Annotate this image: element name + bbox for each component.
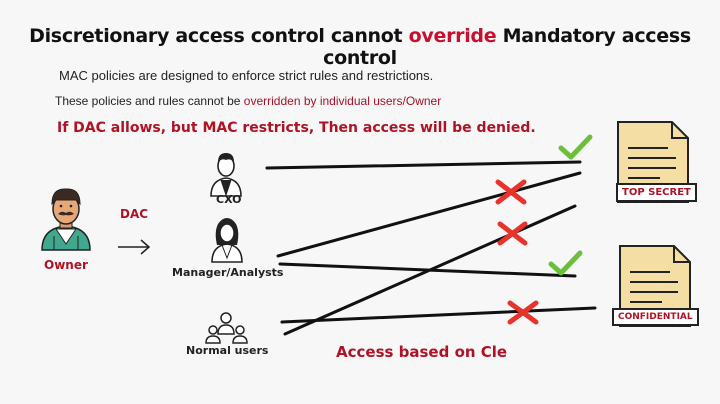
confidential-label: CONFIDENTIAL	[612, 308, 699, 326]
normal-confidential-line	[280, 306, 597, 324]
title-highlight: override	[408, 25, 497, 47]
cxo-person-icon	[210, 153, 242, 197]
cross-icon	[497, 221, 528, 246]
top-secret-label: TOP SECRET	[616, 183, 697, 202]
policies-rules-highlight: overridden by individual users/Owner	[243, 94, 442, 108]
mac-policies-text: MAC policies are designed to enforce str…	[59, 68, 434, 83]
cross-icon	[495, 179, 527, 205]
owner-avatar-icon	[41, 188, 91, 251]
dac-label: DAC	[120, 207, 149, 221]
normal-users-group-icon	[205, 312, 248, 344]
title-text-2: Mandatory access control	[323, 25, 691, 69]
check-icon	[548, 250, 583, 276]
normal-top-secret-line	[283, 204, 577, 336]
owner-label: Owner	[44, 258, 88, 272]
title-text-1: Discretionary access control cannot	[29, 25, 409, 47]
cxo-label: CXO	[216, 193, 242, 206]
manager-person-icon	[211, 218, 243, 263]
connection-lines	[265, 160, 597, 336]
cxo-top-secret-line	[265, 160, 582, 170]
dac-arrow-icon	[118, 239, 151, 255]
dac-mac-rule-text: If DAC allows, but MAC restricts, Then a…	[57, 120, 536, 136]
access-based-on-clearance-text: Access based on Cle	[336, 343, 508, 361]
manager-top-secret-line	[276, 171, 582, 258]
page-title: Discretionary access control cannot over…	[0, 25, 720, 69]
policies-rules-text: These policies and rules cannot be overr…	[55, 94, 441, 108]
normal-users-label: Normal users	[186, 344, 269, 357]
policies-rules-text-1: These policies and rules cannot be	[55, 94, 244, 108]
cross-icon	[507, 300, 539, 325]
manager-label: Manager/Analysts	[172, 266, 284, 279]
check-icon	[558, 134, 593, 160]
